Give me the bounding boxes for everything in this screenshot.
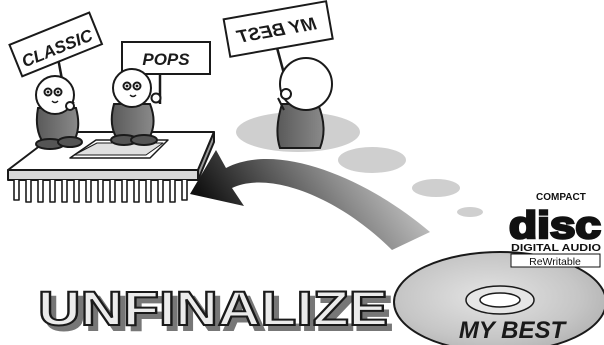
- logo-compact: COMPACT: [536, 192, 586, 203]
- trail-oval-2: [338, 147, 406, 173]
- sign-mybest: [222, 0, 334, 58]
- memory-chip: [7, 131, 215, 203]
- disc-label: MY BEST: [459, 317, 568, 344]
- title-shadow: UNFINALIZE: [43, 288, 393, 341]
- figure-pops: POPS: [110, 41, 211, 146]
- cd-disc: [393, 251, 604, 345]
- logo-disc: disc: [509, 205, 601, 247]
- chip-pins: [13, 180, 188, 203]
- figure-classic: CLASSIC: [8, 11, 104, 150]
- logo-digital-audio: DIGITAL AUDIO: [511, 242, 601, 254]
- sweep-arrow: [190, 150, 430, 250]
- title-text: UNFINALIZE: [38, 283, 388, 336]
- sign-pops-label: POPS: [142, 50, 190, 69]
- trail-oval-3: [412, 179, 460, 197]
- title-group: UNFINALIZE UNFINALIZE: [37, 282, 394, 342]
- sign-classic: [8, 11, 104, 78]
- cd-rw-logo: COMPACT disc DIGITAL AUDIO ReWritable: [508, 192, 603, 268]
- logo-rewritable: ReWritable: [529, 256, 581, 268]
- logo-rewritable-box: [510, 253, 601, 268]
- figure-mybest: MY BEST: [222, 0, 334, 149]
- trail-oval-4: [457, 207, 483, 217]
